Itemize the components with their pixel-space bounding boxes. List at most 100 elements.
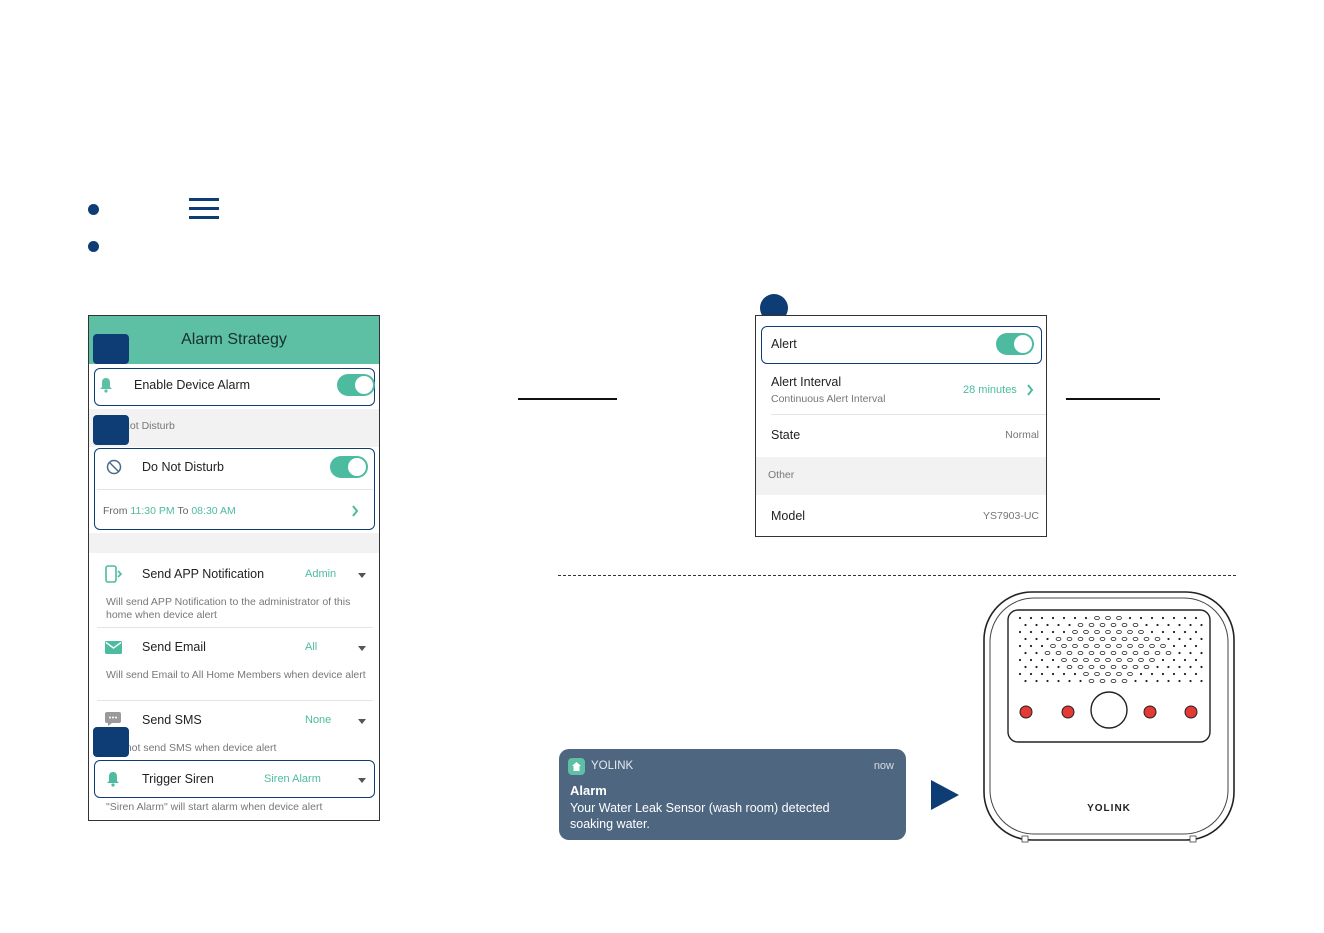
send-app-notification-desc: Will send APP Notification to the admini…: [106, 596, 351, 621]
grille-hole: [1105, 672, 1111, 677]
dnd-time-range[interactable]: From 11:30 PM To 08:30 AM: [103, 505, 236, 517]
grille-hole: [1127, 672, 1133, 677]
grille-hole: [1178, 637, 1181, 641]
grille-hole: [1194, 616, 1198, 620]
grille-hole: [1132, 651, 1139, 656]
grille-hole: [1110, 679, 1117, 684]
grille-hole: [1046, 637, 1049, 641]
grille-hole: [1167, 679, 1170, 683]
grille-hole: [1062, 672, 1066, 676]
alert-interval-sub: Continuous Alert Interval: [771, 393, 886, 405]
grille-hole: [1035, 665, 1038, 669]
page-title: Alarm Strategy: [89, 316, 379, 364]
grille-hole: [1084, 616, 1088, 620]
grille-hole: [1128, 616, 1132, 620]
grille-hole: [1029, 644, 1033, 648]
alert-toggle[interactable]: [996, 333, 1034, 355]
grille-hole: [1160, 644, 1166, 649]
bullet-dot-1: [88, 204, 99, 215]
grille-hole: [1099, 637, 1106, 642]
enable-device-alarm-toggle[interactable]: [337, 374, 375, 396]
grille-hole: [1161, 616, 1165, 620]
grille-hole: [1134, 679, 1137, 683]
grille-hole: [1127, 658, 1133, 663]
grille-hole: [1143, 651, 1150, 656]
notification-app-name: YOLINK: [591, 760, 634, 772]
grille-hole: [1139, 616, 1143, 620]
chevron-right-icon[interactable]: [351, 505, 359, 517]
grille-hole: [1051, 658, 1055, 662]
grille-hole: [1073, 672, 1077, 676]
dnd-label: Do Not Disturb: [142, 460, 224, 474]
grille-hole: [1051, 630, 1055, 634]
grille-hole: [1121, 679, 1128, 684]
trigger-siren-label: Trigger Siren: [142, 772, 214, 786]
grille-hole: [1154, 651, 1161, 656]
dnd-highlight: [94, 448, 375, 530]
push-notification[interactable]: YOLINK now Alarm Your Water Leak Sensor …: [559, 749, 906, 840]
grille-hole: [1094, 615, 1100, 620]
state-value: Normal: [1005, 429, 1039, 441]
grille-hole: [1024, 623, 1027, 627]
grille-hole: [1072, 658, 1078, 663]
grille-hole: [1116, 672, 1122, 677]
grille-hole: [1121, 623, 1128, 628]
grille-hole: [1194, 644, 1198, 648]
grille-hole: [1172, 616, 1176, 620]
notification-title: Alarm: [570, 783, 607, 798]
grille-hole: [1018, 672, 1022, 676]
alert-interval-value[interactable]: 28 minutes: [963, 384, 1017, 396]
send-sms-value[interactable]: None: [305, 714, 332, 726]
grille-hole: [1046, 665, 1049, 669]
trigger-siren-highlight: [94, 760, 375, 798]
dnd-toggle[interactable]: [330, 456, 368, 478]
connector-line-left: [518, 398, 617, 400]
grille-hole: [1194, 658, 1198, 662]
siren-dropdown-icon[interactable]: [358, 778, 366, 783]
grille-hole: [1167, 623, 1170, 627]
grille-hole: [1062, 630, 1066, 634]
chevron-right-icon[interactable]: [1026, 384, 1034, 396]
grille-hole: [1116, 615, 1122, 620]
grille-hole: [1189, 651, 1192, 655]
send-app-notification-value[interactable]: Admin: [305, 568, 337, 580]
grille-hole: [1138, 644, 1144, 649]
sms-dropdown-icon[interactable]: [358, 719, 366, 724]
grille-hole: [1200, 651, 1203, 655]
grille-hole: [1083, 672, 1089, 677]
grille-hole: [1150, 630, 1154, 634]
grille-hole: [1055, 637, 1062, 642]
email-dropdown-icon[interactable]: [358, 646, 366, 651]
grille-hole: [1183, 630, 1187, 634]
send-email-value[interactable]: All: [305, 641, 318, 653]
app-notification-dropdown-icon[interactable]: [358, 573, 366, 578]
grille-hole: [1105, 658, 1111, 663]
grille-hole: [1167, 637, 1170, 641]
grille-hole: [1121, 665, 1128, 670]
grille-hole: [1066, 637, 1073, 642]
grille-hole: [1150, 672, 1154, 676]
grille-hole: [1029, 672, 1033, 676]
other-section-header: [756, 457, 1046, 495]
grille-hole: [1068, 623, 1071, 627]
trigger-siren-value[interactable]: Siren Alarm: [264, 773, 321, 785]
grille-hole: [1143, 637, 1150, 642]
grille-hole: [1178, 651, 1181, 655]
grille-hole: [1156, 679, 1159, 683]
grille-hole: [1024, 679, 1027, 683]
connector-line-right: [1066, 398, 1160, 400]
model-label: Model: [771, 509, 806, 523]
grille-hole: [1132, 665, 1139, 670]
device-brand-label: YOLINK: [1087, 803, 1131, 814]
grille-hole: [1200, 637, 1203, 641]
grille-hole: [1066, 665, 1073, 670]
grille-hole: [1018, 658, 1022, 662]
step-badge-1: [93, 334, 129, 364]
grille-hole: [1094, 658, 1100, 663]
grille-hole: [1194, 672, 1198, 676]
grille-hole: [1132, 623, 1139, 628]
grille-hole: [1029, 658, 1033, 662]
grille-hole: [1132, 637, 1139, 642]
grille-hole: [1035, 651, 1038, 655]
grille-hole: [1172, 672, 1176, 676]
